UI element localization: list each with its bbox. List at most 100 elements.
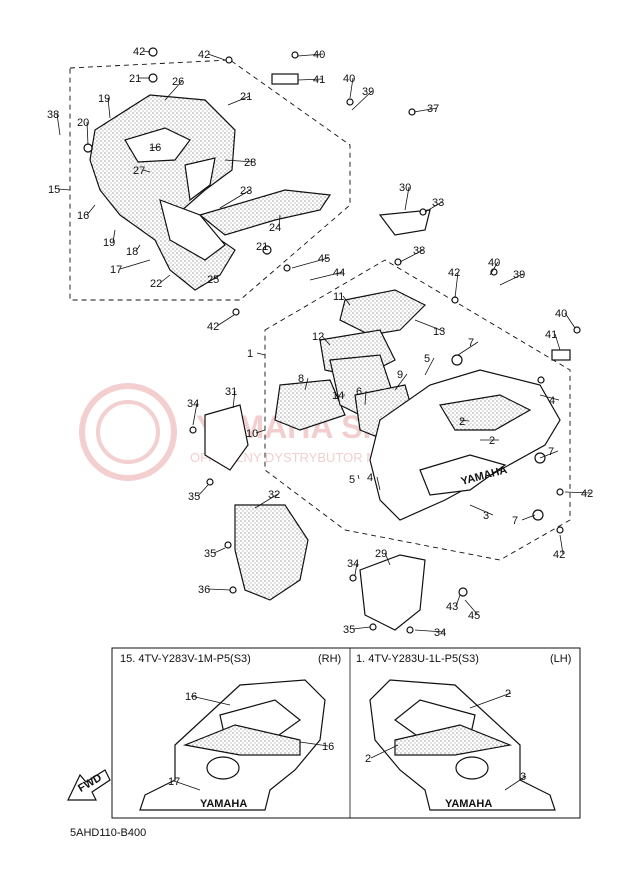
upper-cowling <box>89 94 332 291</box>
callout-leader <box>219 189 251 209</box>
callout-leader <box>213 547 226 554</box>
callout-leader <box>414 629 445 633</box>
callout-leader <box>455 594 461 607</box>
brand-text-lh: YAMAHA <box>445 798 492 810</box>
side-covers <box>204 404 309 601</box>
callout-leader <box>539 394 560 401</box>
callout-label: 7 <box>468 337 474 349</box>
mount-bracket <box>378 209 431 236</box>
callout-label: 25 <box>207 274 219 286</box>
inset-callout-label: 17 <box>168 776 180 788</box>
callout-leader <box>321 335 331 346</box>
callout-leader <box>413 107 438 113</box>
callout-label: 29 <box>375 548 387 560</box>
callout-label: 19 <box>98 93 110 105</box>
inset-callout-label: 16 <box>322 741 334 753</box>
callout-leader <box>564 312 576 329</box>
callout-leader <box>489 261 499 276</box>
inset-callout-leader <box>370 744 399 759</box>
callout-leader <box>521 514 536 521</box>
callout-leader <box>119 259 151 270</box>
inset-lh-title: 1. 4TV-Y283U-1L-P5(S3) <box>356 653 479 665</box>
inset-callout-label: 2 <box>365 753 371 765</box>
callout-leader <box>227 95 251 106</box>
callout-leader <box>107 97 111 119</box>
callout-leader <box>554 333 561 351</box>
callout-label: 34 <box>187 398 199 410</box>
callout-leader <box>297 78 324 81</box>
callout-label: 40 <box>488 257 500 269</box>
callout-leader <box>254 493 279 509</box>
callout-label: 34 <box>347 558 359 570</box>
callout-label: 18 <box>126 246 138 258</box>
inset-callout-leader <box>173 780 201 791</box>
callout-leader <box>232 390 236 409</box>
callout-leader <box>207 53 226 61</box>
callout-leader <box>464 599 479 616</box>
callout-label: 12 <box>312 331 324 343</box>
inset-callout-leader <box>190 695 231 706</box>
callout-label: 3 <box>483 510 489 522</box>
callout-leader <box>384 552 391 566</box>
callout-label: 42 <box>553 549 565 561</box>
callout-label: 15 <box>48 184 60 196</box>
brand-text-rh: YAMAHA <box>200 798 247 810</box>
callout-label: 6 <box>356 386 362 398</box>
callout-label: 7 <box>548 446 554 458</box>
callout-leader <box>394 373 408 391</box>
callout-leader <box>112 229 116 243</box>
callout-label: 23 <box>240 185 252 197</box>
callout-label: 22 <box>150 278 162 290</box>
callout-label: 19 <box>103 237 115 249</box>
callout-leader <box>149 146 160 149</box>
callout-leader <box>57 188 71 191</box>
callout-leader <box>399 249 424 263</box>
callout-label: 21 <box>256 241 268 253</box>
callout-leader <box>469 504 494 516</box>
callout-label: 39 <box>513 269 525 281</box>
callout-label: 14 <box>332 390 344 402</box>
callout-leader <box>376 476 381 491</box>
callout-label: 28 <box>244 157 256 169</box>
lower-assembly-outline <box>264 259 571 561</box>
callout-leader <box>278 214 281 228</box>
callout-leader <box>255 429 266 434</box>
callout-leader <box>352 626 371 630</box>
fasteners <box>83 47 581 634</box>
callout-label: 40 <box>343 73 355 85</box>
callout-leader <box>207 588 231 591</box>
callout-label: 35 <box>343 624 355 636</box>
callout-label: 16 <box>77 210 89 222</box>
callout-leader <box>351 90 373 111</box>
callout-label: 26 <box>172 76 184 88</box>
callout-label: 33 <box>432 197 444 209</box>
callout-label: 42 <box>198 49 210 61</box>
callout-leader <box>159 274 171 284</box>
callout-label: 4 <box>549 395 555 407</box>
callout-leader <box>564 491 592 494</box>
stay-bracket <box>359 554 426 631</box>
callout-leader <box>256 352 266 356</box>
callout-label: 44 <box>333 267 345 279</box>
callout-label: 41 <box>545 329 557 341</box>
callout-leader <box>264 245 267 251</box>
callout-label: 5 <box>424 353 430 365</box>
callout-leader <box>499 273 524 286</box>
callout-label: 5 <box>349 474 355 486</box>
callout-label: 42 <box>448 267 460 279</box>
callout-leader <box>86 121 89 146</box>
callout-leader <box>459 419 470 422</box>
inset-callout-label: 16 <box>185 691 197 703</box>
callout-label: 10 <box>246 428 258 440</box>
callout-label: 21 <box>240 91 252 103</box>
callout-label: 4 <box>367 472 373 484</box>
callout-label: 35 <box>188 491 200 503</box>
callout-label: 7 <box>512 515 518 527</box>
callout-label: 11 <box>333 291 344 303</box>
callout-label: 13 <box>433 326 445 338</box>
callout-leader <box>192 402 198 426</box>
callout-label: 2 <box>459 416 465 428</box>
